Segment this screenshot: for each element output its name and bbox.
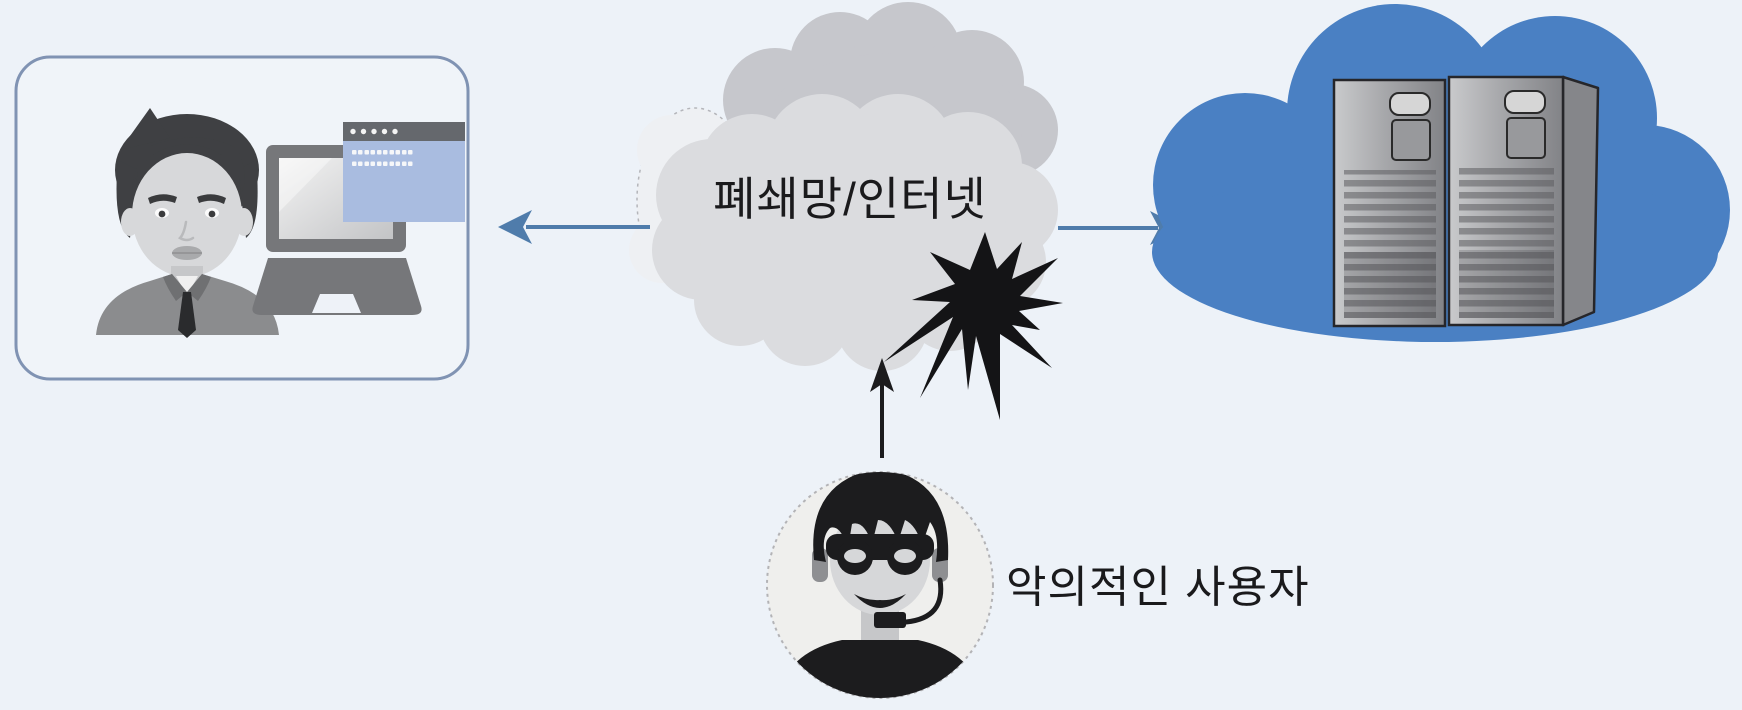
app-window-icon [343,122,465,222]
attack-arrow [870,358,894,458]
left-arrow [498,210,650,244]
network-cloud-label: 폐쇄망/인터넷 [713,173,987,225]
window-dot-grid [352,150,413,166]
user-avatar-icon [96,108,279,338]
server-rack-icon [1332,75,1600,328]
hacker-avatar-icon [766,471,994,699]
window-titlebar-dots [350,128,398,135]
attack-burst-icon [884,232,1063,420]
malicious-user-label: 악의적인 사용자 [1006,563,1310,612]
